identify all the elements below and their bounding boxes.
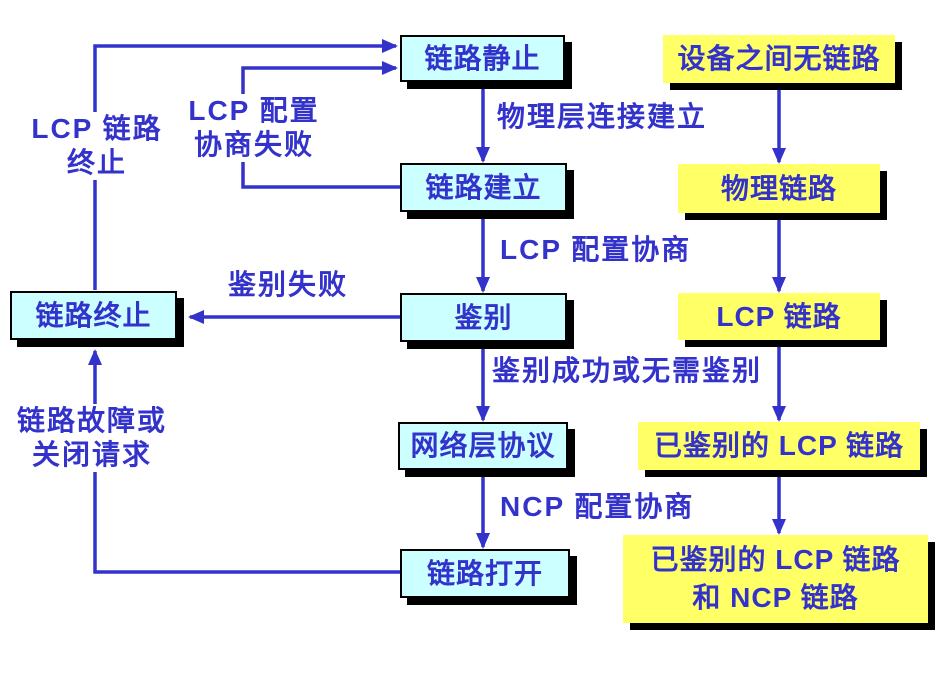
state-box-network-protocol: 网络层协议 (398, 422, 568, 470)
state-box-authenticate: 鉴别 (400, 293, 567, 342)
edge-label-lcp-negotiation: LCP 配置协商 (500, 234, 692, 265)
result-box-auth-lcp-link: 已鉴别的 LCP 链路 (638, 422, 920, 470)
result-box-auth-lcp-ncp-link: 已鉴别的 LCP 链路 和 NCP 链路 (623, 535, 928, 623)
edge-label-lcp-terminate: LCP 链路 终止 (18, 112, 176, 181)
edge-label-auth-success: 鉴别成功或无需鉴别 (492, 355, 763, 386)
state-box-link-open: 链路打开 (400, 549, 570, 598)
edge-label-ncp-negotiation: NCP 配置协商 (500, 491, 695, 522)
edge-label-auth-fail: 鉴别失败 (228, 269, 349, 300)
result-box-physical-link: 物理链路 (678, 164, 880, 213)
edge-terminate-to-quiet (93, 39, 398, 290)
edge-label-lcp-fail: LCP 配置 协商失败 (180, 94, 328, 163)
edge-label-physical-establish: 物理层连接建立 (497, 101, 708, 132)
result-box-no-link: 设备之间无链路 (663, 35, 895, 83)
state-box-link-quiet: 链路静止 (400, 35, 565, 82)
state-box-link-terminate: 链路终止 (10, 291, 177, 340)
result-box-lcp-link: LCP 链路 (678, 293, 880, 340)
edge-label-link-fault: 链路故障或 关闭请求 (8, 404, 176, 473)
state-box-link-establish: 链路建立 (400, 163, 567, 212)
